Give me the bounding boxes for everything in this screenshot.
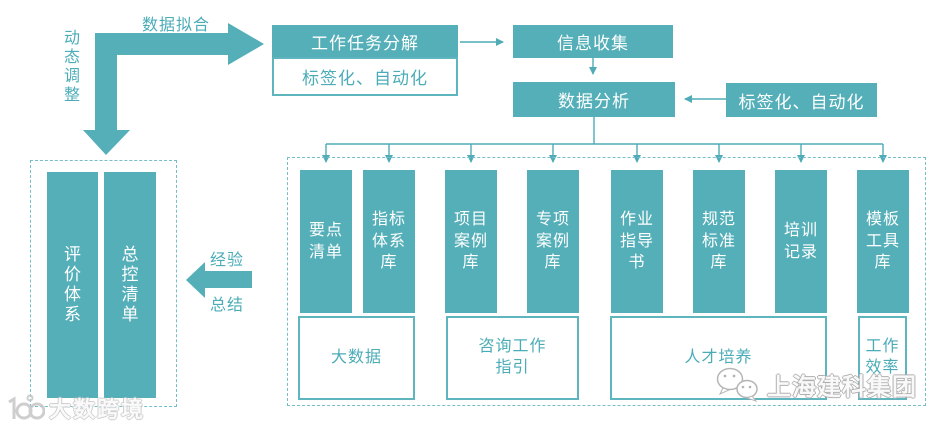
- experience-arrow: [186, 262, 252, 298]
- column-special-case-library: 专项 案例 库: [527, 170, 579, 313]
- watermark-shanghai-jianke: 上海建科集团: [714, 365, 917, 403]
- column-training-records: 培训 记录: [775, 170, 827, 313]
- group-big-data: 大数据: [298, 316, 415, 400]
- box-evaluation-system: 评 价 体 系: [47, 172, 98, 398]
- box-tagging-automation-right: 标签化、自动化: [726, 83, 877, 117]
- watermark-dashu-text: 大数跨境: [49, 397, 146, 422]
- group-talent-cultivation: 人才培养: [610, 316, 827, 400]
- group-work-efficiency: 工作 效率: [858, 316, 907, 400]
- column-indicator-system-library: 指标 体系 库: [363, 170, 415, 313]
- box-task-breakdown: 工作任务分解: [272, 25, 458, 58]
- label-experience-line2: 总结: [209, 297, 244, 314]
- label-dynamic-adjustment: 动 态 调 整: [63, 30, 80, 104]
- column-template-tool-library: 模板 工具 库: [857, 170, 909, 313]
- box-tagging-automation-left: 标签化、自动化: [272, 57, 458, 96]
- label-experience-line1: 经验: [209, 252, 244, 269]
- watermark-shanghai-jianke-text: 上海建科集团: [767, 373, 917, 401]
- column-key-points-list: 要点 清单: [300, 170, 352, 313]
- box-data-analysis: 数据分析: [513, 82, 675, 117]
- box-master-control-list: 总 控 清 单: [104, 172, 156, 398]
- label-data-fitting: 数据拟合: [141, 17, 210, 34]
- wechat-icon: [716, 367, 758, 403]
- left-dashed-panel: [30, 160, 177, 407]
- elbow-arrow: [83, 23, 264, 155]
- box-info-collection: 信息收集: [513, 25, 673, 58]
- column-standards-library: 规范 标准 库: [693, 170, 745, 313]
- column-project-case-library: 项目 案例 库: [445, 170, 497, 313]
- dashu-logo-icon: [8, 394, 45, 420]
- thin-connectors: [322, 38, 887, 163]
- group-consulting-guide: 咨询工作 指引: [446, 316, 579, 400]
- watermark-dashu: 大数跨境: [3, 392, 145, 424]
- right-dashed-panel: [287, 157, 926, 406]
- column-work-instruction-book: 作业 指导 书: [611, 170, 663, 313]
